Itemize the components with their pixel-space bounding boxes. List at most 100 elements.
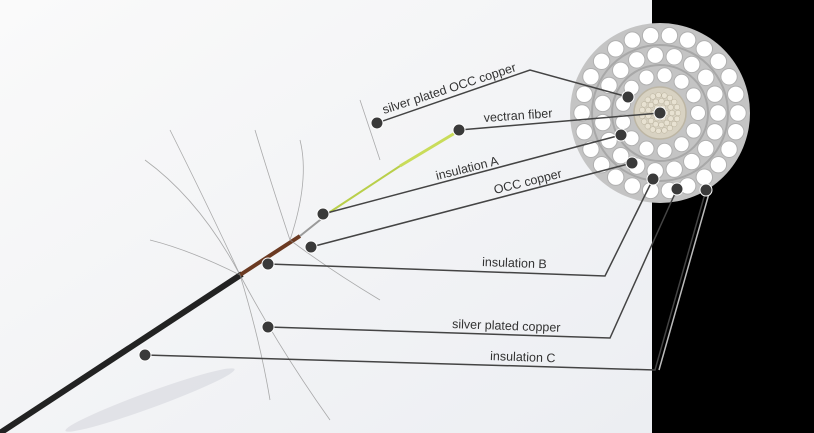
fiber-strand <box>668 109 676 117</box>
label-insulation-b: insulation B <box>482 255 547 271</box>
fiber-strand <box>655 127 662 134</box>
label-silver-plated-copper: silver plated copper <box>452 317 561 335</box>
conductor-strand <box>600 76 618 95</box>
fiber-strand <box>652 121 659 128</box>
fiber-strand <box>641 118 648 125</box>
dot-silver-plated-copper-cable <box>261 320 275 334</box>
fiber-strand <box>673 104 681 111</box>
fiber-strand <box>655 92 662 99</box>
conductor-strand <box>697 68 715 87</box>
fiber-strand <box>666 125 673 132</box>
conductor-strand <box>683 152 701 171</box>
fiber-strand <box>663 119 670 126</box>
conductor-strand <box>638 140 655 157</box>
fiber-strand <box>661 127 668 134</box>
conductor-strand <box>695 168 714 186</box>
fiber-strand <box>644 123 651 130</box>
conductor-strand <box>612 61 630 80</box>
conductor-strand <box>646 46 664 64</box>
dot-occ-copper-cable <box>304 240 318 254</box>
conductor-strand <box>665 48 683 66</box>
conductor-strand <box>673 73 690 90</box>
fiber-strand <box>647 101 655 109</box>
conductor-strand <box>606 168 625 186</box>
conductor-strand <box>709 156 728 174</box>
conductor-strand <box>685 87 702 104</box>
conductor-strand <box>706 123 724 141</box>
leader-lines <box>144 69 711 371</box>
conductor-strand <box>575 85 593 104</box>
label-vectran-fiber: vectran fiber <box>483 106 553 125</box>
fiber-strand <box>645 107 652 114</box>
cable-photo <box>0 99 461 433</box>
conductor-strand <box>683 55 701 74</box>
conductor-strand <box>729 104 747 122</box>
conductor-strand <box>594 94 612 113</box>
conductor-strand <box>697 139 715 158</box>
conductor-strand <box>656 67 673 84</box>
dot-vectran-cable <box>452 123 466 137</box>
fiber-strand <box>663 100 670 107</box>
conductor-strand <box>673 136 690 153</box>
conductor-strand <box>641 26 660 45</box>
conductor-strand <box>709 104 727 122</box>
dot-insulation-a-cable <box>316 207 330 221</box>
dot-insulation-b-cable <box>261 257 275 271</box>
conductor-strand <box>706 85 724 103</box>
fiber-strand <box>644 96 651 103</box>
conductor-strand <box>623 31 642 49</box>
fiber-strand <box>666 94 673 101</box>
fiber-strand <box>671 98 678 105</box>
conductor-strand <box>582 140 600 158</box>
dot-insulation-c-section <box>699 183 713 197</box>
fiber-strand <box>658 121 665 128</box>
dot-silver-plated-occ-copper-cable <box>370 116 384 130</box>
dot-insulation-b-section <box>646 172 660 186</box>
fiber-strand <box>647 117 655 125</box>
conductor-strand <box>575 122 593 141</box>
conductor-strand <box>720 140 738 158</box>
dot-silver-plated-occ-copper-section <box>621 90 635 104</box>
fiber-strand <box>667 115 674 122</box>
conductor-strand <box>727 85 745 104</box>
dot-silver-plated-copper-section <box>670 182 684 196</box>
fiber-strand <box>652 98 659 105</box>
conductor-strand <box>690 105 706 121</box>
conductor-strand <box>685 122 702 139</box>
conductor-strand <box>727 122 745 141</box>
fiber-strand <box>641 101 648 108</box>
conductor-strand <box>612 146 630 165</box>
dot-occ-copper-section <box>625 156 639 170</box>
insulation-ring <box>611 64 709 162</box>
conductor-strand <box>573 104 591 122</box>
dot-vectran-section <box>653 106 667 120</box>
fiber-strand <box>639 106 646 114</box>
conductor-strand <box>623 177 642 195</box>
label-insulation-c: insulation C <box>490 349 556 365</box>
conductor-strand <box>678 31 697 49</box>
conductor-strand <box>592 156 611 174</box>
dot-insulation-a-section <box>614 128 628 142</box>
conductor-strand <box>665 160 683 178</box>
fiber-strand <box>667 104 674 111</box>
conductor-strand <box>592 52 611 70</box>
conductor-strand <box>628 51 646 69</box>
fiber-strand <box>674 109 682 117</box>
fiber-strand <box>661 92 668 99</box>
insulation-ring <box>591 44 729 182</box>
conductor-strand <box>720 68 738 86</box>
conductor-strand <box>638 69 655 86</box>
dot-insulation-c-cable <box>138 348 152 362</box>
conductor-strand <box>656 142 673 159</box>
fiber-strand <box>649 126 656 133</box>
conductor-strand <box>660 26 679 45</box>
conductor-strand <box>606 40 625 58</box>
conductor-strand <box>695 40 714 58</box>
fiber-strand <box>673 115 681 122</box>
fiber-strand <box>649 93 656 100</box>
fiber-strand <box>671 121 678 128</box>
conductor-strand <box>582 68 600 86</box>
conductor-strand <box>709 52 728 70</box>
